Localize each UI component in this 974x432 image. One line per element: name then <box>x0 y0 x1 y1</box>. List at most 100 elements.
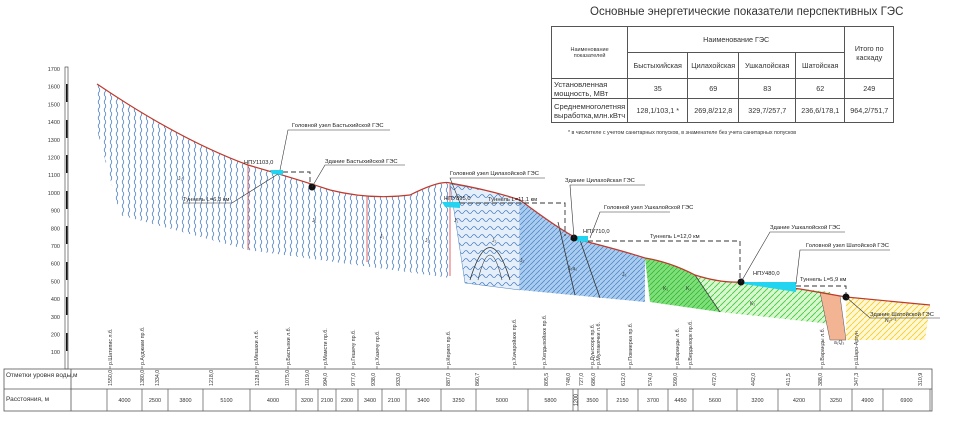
river-label: р.Бастыхки л.б. <box>286 327 292 365</box>
distance-value: 1200 <box>574 394 580 406</box>
distance-value: 4450 <box>674 398 686 404</box>
header-indicator: Наименование показателей <box>550 26 629 79</box>
geo-index: J₁ <box>380 234 385 240</box>
axis-tick-label: 1000 <box>48 191 60 197</box>
axis-tick-label: 500 <box>51 279 60 285</box>
axis-tick-label: 1600 <box>48 85 60 91</box>
geo-index: K₁ <box>686 286 691 292</box>
distance-value: 5100 <box>220 398 232 404</box>
header-total: Итого по каскаду <box>844 26 895 79</box>
distance-value: 3800 <box>179 398 191 404</box>
water-level-value: 1019,0 <box>305 370 311 386</box>
river-label: р.Хазечу пр.б. <box>375 330 381 365</box>
distance-value: 2100 <box>321 398 333 404</box>
distance-value: 3700 <box>647 398 659 404</box>
cell: 269,8/212,8 <box>687 98 740 123</box>
ground-surface-line <box>96 83 931 306</box>
distance-value: 6900 <box>900 398 912 404</box>
table-row: Установленная мощность, МВт 35 69 83 62 … <box>550 78 895 99</box>
water-level-value: 748,0 <box>566 373 572 386</box>
powerhouse-label: Здание Цилахойская ГЭС <box>565 177 635 184</box>
summary-table: Наименование показателей Наименование ГЭ… <box>550 26 895 123</box>
distance-value: 4200 <box>793 398 805 404</box>
water-level-value: 1380,0 <box>140 370 146 386</box>
water-level-value: 442,0 <box>751 373 757 386</box>
plant-name: Шатойская <box>795 52 846 79</box>
water-level-value: 1075,0 <box>285 370 291 386</box>
river-label: р.Вердыхорк пр.б. <box>688 320 694 365</box>
geo-index: J₃ <box>622 272 627 278</box>
axis-tick-label: 1500 <box>48 102 60 108</box>
river-label: р.Мамсти пр.б. <box>323 328 329 365</box>
powerhouse-label: Здание Ушкалойской ГЭС <box>770 224 840 231</box>
geo-index: J₁ <box>425 238 430 244</box>
water-level-value: 347,3 <box>854 373 860 386</box>
distance-value: 3200 <box>751 398 763 404</box>
axis-tick-label: 300 <box>51 315 60 321</box>
distance-value: 4000 <box>118 398 130 404</box>
tunnel-2 <box>460 202 566 236</box>
water-level-value: 388,0 <box>818 373 824 386</box>
geology <box>97 84 930 341</box>
geo-index: J₁ᵗ <box>178 176 183 182</box>
plant-name: Быстыхийская <box>627 52 689 79</box>
distance-value: 3400 <box>364 398 376 404</box>
distance-value: 2300 <box>341 398 353 404</box>
geo-index: J₂a₁ <box>568 266 577 272</box>
distance-value: 3250 <box>830 398 842 404</box>
distance-value: 3500 <box>586 398 598 404</box>
row-label: Среднемноголетняя выработка,млн.кВтч <box>550 98 629 123</box>
river-label: р.Варанды л.б. <box>675 328 681 365</box>
distance-value: 3400 <box>417 398 429 404</box>
tunnel-label: Туннель L=5,9 км <box>800 277 846 283</box>
layer-j1-a <box>248 165 450 278</box>
water-level-value: 310,9 <box>918 373 924 386</box>
layer-k2 <box>695 275 840 325</box>
tunnel-label: Туннель L=6,3 км <box>183 197 229 203</box>
headworks-label: Головной узел Шатойской ГЭС <box>806 242 889 249</box>
row-label-water-levels: Отметки уровня воды,м <box>6 372 78 379</box>
layer-j2 <box>520 200 645 302</box>
distance-value: 5000 <box>496 398 508 404</box>
table-row: Среднемноголетняя выработка,млн.кВтч 128… <box>550 98 895 123</box>
river-label: р.Помиерка пр.б. <box>628 323 634 365</box>
water-level-value: 1550,0 <box>108 370 114 386</box>
layer-n1 <box>846 297 930 340</box>
water-level-value: 977,0 <box>351 373 357 386</box>
cell: 236,6/178,1 <box>795 98 846 123</box>
distance-value: 3200 <box>301 398 313 404</box>
tunnels <box>283 171 847 296</box>
axis-tick-label: 400 <box>51 297 60 303</box>
water-level-value: 933,0 <box>396 373 402 386</box>
tunnel-3 <box>588 240 741 280</box>
powerhouse-label: Здание Шатойской ГЭС <box>870 311 934 318</box>
axis-tick-label: 1300 <box>48 138 60 144</box>
footnote: * в числителе с учетом санитарных попуск… <box>568 130 797 136</box>
water-level-value: 887,0 <box>446 373 452 386</box>
water-level-value: 509,0 <box>673 373 679 386</box>
distance-value: 4000 <box>267 398 279 404</box>
water-level-value: 805,5 <box>544 373 550 386</box>
axis-tick-label: 800 <box>51 226 60 232</box>
layer-j1t <box>97 84 248 250</box>
water-level-value: 938,0 <box>371 373 377 386</box>
river-label: р.Хачаройахк пр.б. <box>511 318 518 365</box>
headworks-label: Головной узел Бастыхийской ГЭС <box>292 122 384 129</box>
river-label: р.Кериго пр.б. <box>446 331 452 365</box>
geo-index: K₂ <box>750 301 755 307</box>
axis-tick-label: 900 <box>51 209 60 215</box>
geo-index: a₁Q₃ <box>834 340 844 346</box>
river-label: р.Хелдыхойахк пр.б. <box>541 315 548 365</box>
axis-tick-label: 700 <box>51 244 60 250</box>
distance-value: 2150 <box>616 398 628 404</box>
water-level-value: 411,5 <box>786 373 792 386</box>
axis-tick-label: 100 <box>51 350 60 356</box>
tunnel-label: Туннель L=11,1 км <box>488 197 537 203</box>
water-level-value: 612,0 <box>621 373 627 386</box>
river-label: р.Варанды л.б. <box>820 328 826 365</box>
water-level-value: 727,0 <box>579 373 585 386</box>
elevation-axis: 1700160015001400130012001100100090080070… <box>48 66 69 370</box>
distance-value: 2100 <box>388 398 400 404</box>
powerhouse-label: Здание Бастыхийской ГЭС <box>325 158 398 165</box>
